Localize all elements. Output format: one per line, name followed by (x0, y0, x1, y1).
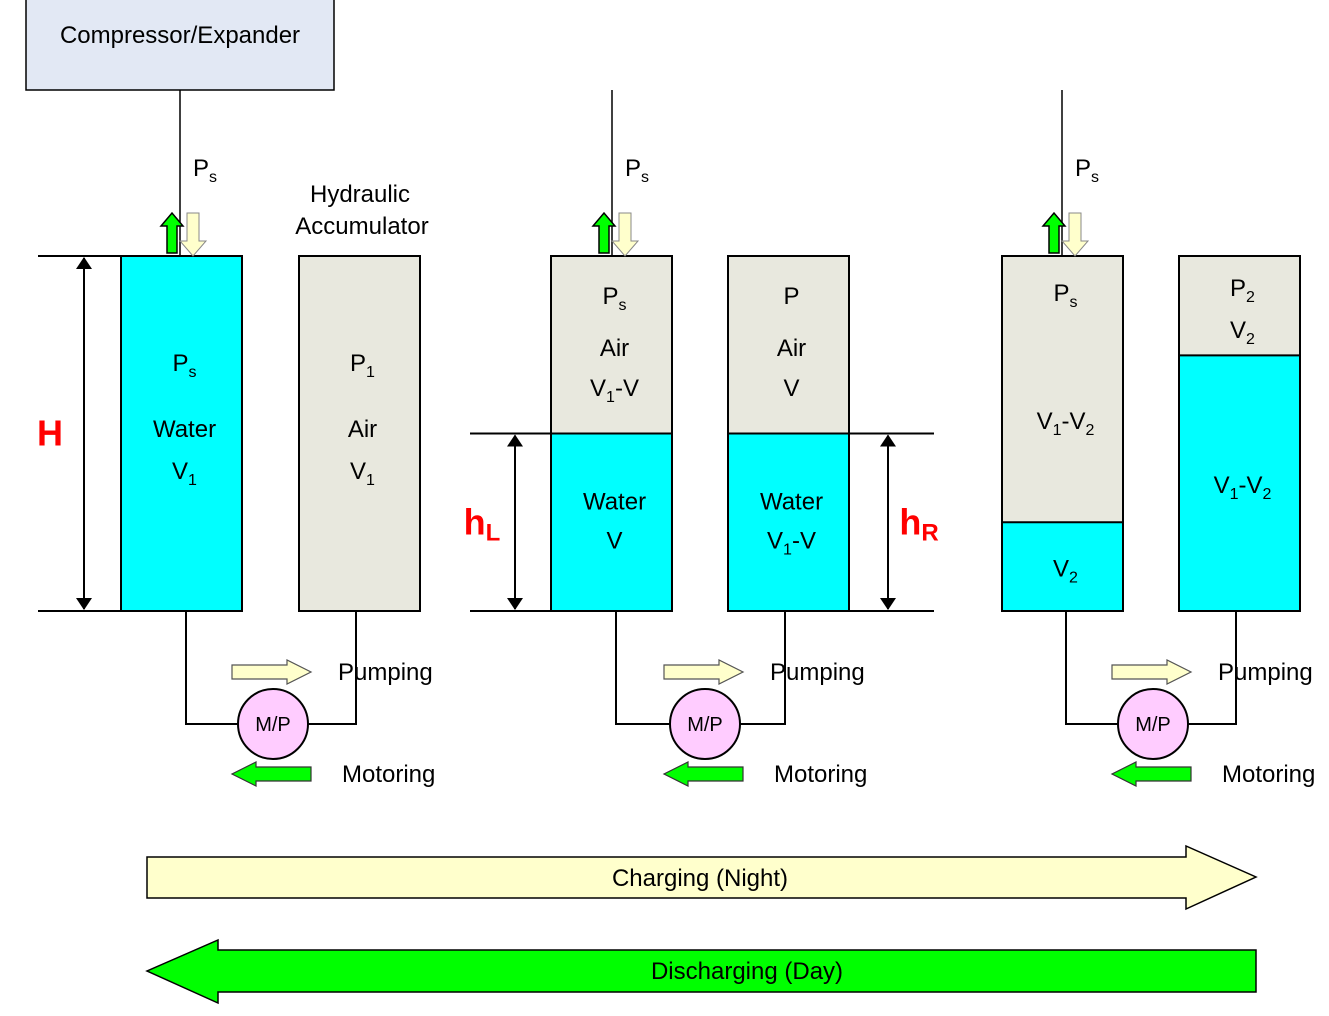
pumping-arrow-icon (1111, 659, 1193, 685)
motoring-arrow-icon (1110, 761, 1192, 787)
charging-label: Charging (Night) (612, 865, 788, 892)
stages: PsPsWaterV1P1AirV1M/PPumpingMotoringHPsP… (37, 90, 1315, 788)
left-pipe (185, 611, 238, 725)
left-tank-outline (1001, 255, 1124, 612)
motor-pump-icon (237, 688, 309, 760)
right-level-dimension-label: hR (899, 501, 938, 546)
left-tank-water-label: Water (583, 489, 646, 516)
right-pipe (740, 611, 786, 725)
left-tank-water-region (1002, 522, 1123, 611)
motor-pump-label: M/P (1135, 714, 1171, 736)
supply-pressure-label: Ps (625, 155, 649, 186)
compressor-expander-label: Compressor/Expander (60, 22, 300, 49)
right-pipe (1188, 611, 1237, 725)
discharging-label: Discharging (Day) (651, 958, 843, 985)
left-tank-water-region (121, 256, 242, 611)
right-tank-air-label: Air (348, 416, 377, 443)
discharge-flow-up-arrow-icon (1041, 211, 1067, 254)
motor-pump-label: M/P (687, 714, 723, 736)
right-tank-air-label: V2 (1230, 317, 1255, 348)
motor-pump-icon (669, 688, 741, 760)
right-tank-air-label: V (783, 375, 799, 402)
hydraulic-accumulator-label-line1: Hydraulic (310, 181, 410, 208)
left-tank-water-label: V (606, 528, 622, 555)
discharging-arrow: Discharging (Day) (145, 938, 1257, 1005)
pumping-label: Pumping (770, 659, 865, 686)
left-tank-air-label: V1-V (590, 375, 639, 406)
supply-pressure-label: Ps (1075, 155, 1099, 186)
left-tank-water-label: V2 (1053, 556, 1078, 587)
stage-intermediate: PsPsAirV1-VWaterVPAirVWaterV1-VM/PPumpin… (464, 90, 939, 788)
motoring-label: Motoring (774, 761, 867, 788)
motor-pump-icon (1117, 688, 1189, 760)
charge-flow-down-arrow-icon (178, 212, 208, 257)
right-tank-air-region (299, 256, 420, 611)
left-tank-air-label: V1-V2 (1037, 408, 1095, 439)
hydraulic-accumulator-label-line2: Accumulator (295, 213, 428, 240)
motoring-arrow-icon (662, 761, 744, 787)
right-tank-air-label: V1 (350, 458, 375, 489)
compressor-expander-block: Compressor/Expander (25, 0, 335, 91)
left-pipe (1065, 611, 1118, 725)
pumping-label: Pumping (338, 659, 433, 686)
right-tank-air-label: P2 (1230, 275, 1255, 306)
right-tank-outline (1178, 255, 1301, 612)
discharge-flow-up-arrow-icon (159, 211, 185, 254)
charge-flow-down-arrow-icon (610, 212, 640, 257)
right-tank-air-label: P (783, 283, 799, 310)
charging-arrow: Charging (Night) (146, 844, 1258, 911)
charge-flow-down-arrow-icon (1060, 212, 1090, 257)
pumping-arrow-icon (663, 659, 745, 685)
supply-pressure-label: Ps (193, 155, 217, 186)
left-tank-air-label: Air (600, 335, 629, 362)
height-dimension-label: H (37, 413, 63, 454)
motoring-label: Motoring (342, 761, 435, 788)
right-tank-water-region (1179, 355, 1300, 611)
left-tank-water-label: V1 (172, 458, 197, 489)
right-tank-air-label: Air (777, 335, 806, 362)
left-tank-outline (120, 255, 243, 612)
right-tank-water-label: Water (760, 489, 823, 516)
left-level-dimension-label: hL (464, 501, 501, 546)
right-tank-water-label: V1-V2 (1214, 472, 1272, 503)
left-tank-water-label: Ps (172, 350, 196, 381)
left-tank-water-label: Water (153, 416, 216, 443)
right-pipe (308, 611, 357, 725)
right-tank-water-label: V1-V (767, 528, 816, 559)
left-tank-air-label: Ps (1053, 280, 1077, 311)
pumping-arrow-icon (231, 659, 313, 685)
right-tank-air-label: P1 (350, 350, 375, 381)
left-pipe (615, 611, 670, 725)
discharge-flow-up-arrow-icon (591, 211, 617, 254)
motor-pump-label: M/P (255, 714, 291, 736)
left-tank-water-region (551, 433, 672, 611)
right-tank-water-region (728, 433, 849, 611)
right-tank-outline (298, 255, 421, 612)
motoring-label: Motoring (1222, 761, 1315, 788)
left-tank-air-label: Ps (602, 283, 626, 314)
motoring-arrow-icon (230, 761, 312, 787)
pumping-label: Pumping (1218, 659, 1313, 686)
